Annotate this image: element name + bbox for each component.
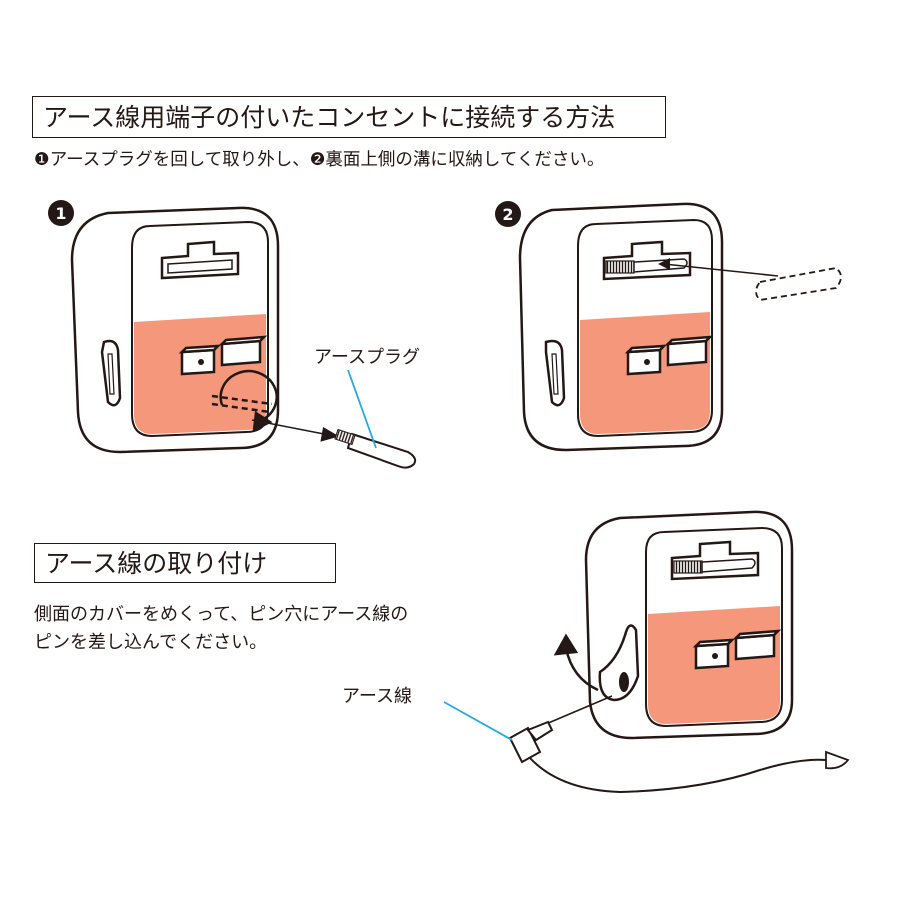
plug-insert-guide [658, 258, 842, 301]
plug-leader-line [347, 369, 377, 449]
cover-lift-arrow [553, 633, 599, 692]
description-line-2: ピンを差し込んでください。 [34, 632, 268, 653]
earth-wire-label: アース線 [342, 686, 413, 707]
description-line-1: 側面のカバーをめくって、ピン穴にアース線の [34, 604, 409, 625]
adapter-front-step1 [70, 206, 280, 454]
section-title-earth-terminal: アース線用端子の付いたコンセントに接続する方法 [32, 96, 666, 138]
plug-removal-arrows [211, 369, 340, 442]
step-instruction: ❶アースプラグを回して取り外し、❷裏面上側の溝に収納してください。 [34, 150, 605, 170]
earth-wire [508, 720, 850, 794]
section-title-earth-wire: アース線の取り付け [34, 543, 336, 583]
earth-plug [334, 428, 417, 469]
section-title-text: アース線の取り付け [45, 548, 268, 578]
adapter-side-wire [584, 510, 794, 740]
earth-wire-description: 側面のカバーをめくって、ピン穴にアース線の ピンを差し込んでください。 [34, 601, 408, 657]
section-title-text: アース線用端子の付いたコンセントに接続する方法 [43, 102, 616, 132]
earth-plug-label: アースプラグ [314, 347, 421, 368]
step-1-badge: 1 [48, 200, 74, 226]
wire-leader-line [443, 701, 513, 741]
step-2-badge: 2 [495, 201, 521, 227]
pin-insert-guide [545, 695, 613, 725]
adapter-front-step2 [518, 202, 724, 452]
